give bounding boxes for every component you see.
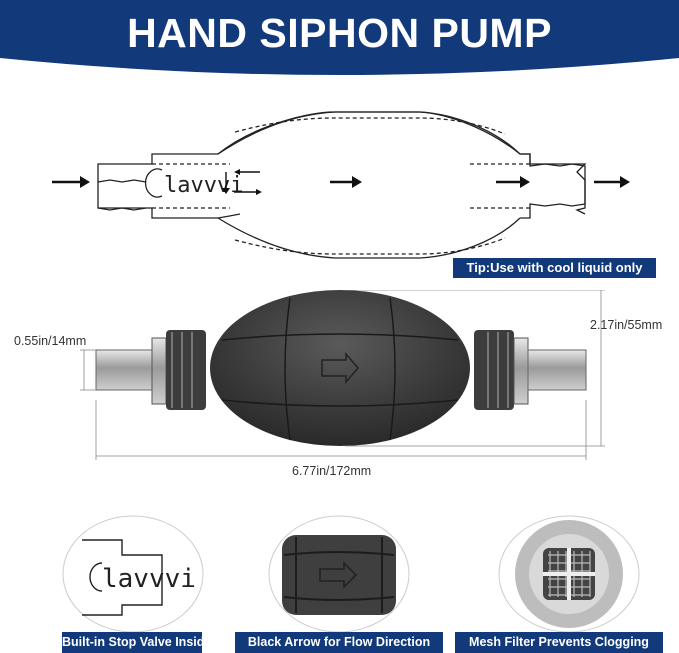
length-label: 6.77in/172mm <box>292 464 372 478</box>
product-illustration <box>80 290 605 460</box>
cross-section-diagram: lavvvi <box>52 111 630 259</box>
fitting-diameter-label: 0.55in/14mm <box>14 334 87 348</box>
feature-stop-valve: lavvvi <box>62 515 204 633</box>
page-title: HAND SIPHON PUMP <box>127 10 552 56</box>
feature-label-mesh-filter: Mesh Filter Prevents Clogging <box>455 632 663 653</box>
banner-background <box>0 0 679 75</box>
stop-valve-image: lavvvi <box>62 515 204 633</box>
mesh-filter-image <box>498 515 640 633</box>
feature-mesh-filter <box>498 515 640 633</box>
feature-flow-arrow <box>268 515 410 633</box>
tip-badge: Tip:Use with cool liquid only <box>453 258 656 278</box>
feature-label-stop-valve: Built-in Stop Valve Inside <box>62 632 211 653</box>
feature-label-flow-arrow: Black Arrow for Flow Direction <box>235 632 443 653</box>
svg-text:lavvvi: lavvvi <box>102 564 196 594</box>
height-label: 2.17in/55mm <box>590 318 663 332</box>
spring-icon: lavvvi <box>164 173 243 198</box>
flow-arrow-image <box>268 515 410 633</box>
title-banner: HAND SIPHON PUMP <box>0 0 679 78</box>
